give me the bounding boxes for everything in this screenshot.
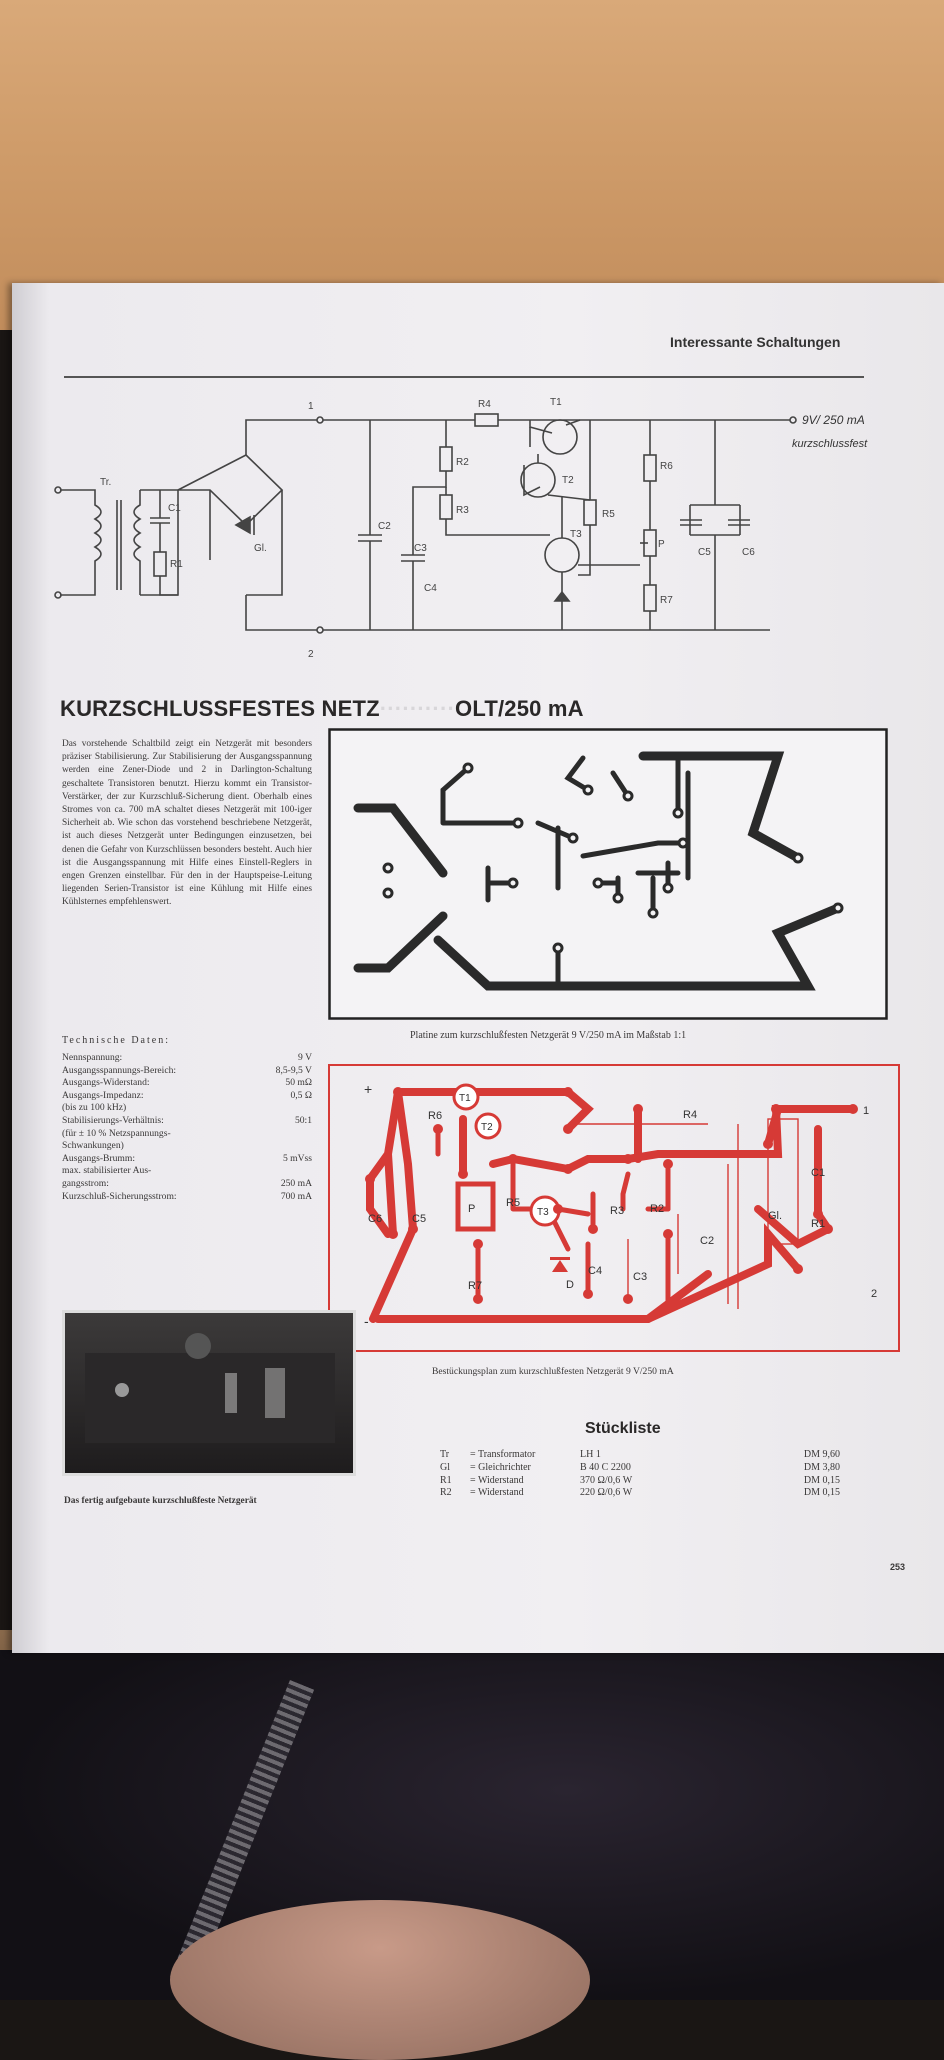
photo-resistor xyxy=(225,1373,237,1413)
output-note: kurzschlussfest xyxy=(792,438,868,450)
layout-t2: T2 xyxy=(481,1122,493,1133)
spec-row: Ausgangs-Impedanz:0,5 Ω xyxy=(62,1089,312,1101)
label-tr: Tr. xyxy=(100,477,111,488)
finger xyxy=(170,1900,590,2060)
tech-specs-list: Nennspannung:9 V Ausgangsspannungs-Berei… xyxy=(62,1052,312,1203)
spec-row: (für ± 10 % Netzspannungs- xyxy=(62,1127,171,1139)
layout-r4: R4 xyxy=(683,1109,697,1121)
layout-r6: R6 xyxy=(428,1110,442,1122)
layout-2: 2 xyxy=(871,1288,877,1300)
label-c2: C2 xyxy=(378,521,391,532)
minus-label: - xyxy=(364,1313,369,1329)
layout-c3: C3 xyxy=(633,1271,647,1283)
label-r1: R1 xyxy=(170,559,183,570)
layout-r1: R1 xyxy=(811,1218,825,1230)
layout-c4: C4 xyxy=(588,1265,602,1277)
parts-list-title: Stückliste xyxy=(585,1420,661,1437)
layout-r2: R2 xyxy=(650,1203,664,1215)
circuit-schematic: Tr. C1 R1 Gl. 1 2 C2 C3 C4 R2 R3 R4 T1 T… xyxy=(54,397,868,660)
photo-trimmer xyxy=(115,1383,129,1397)
label-r5: R5 xyxy=(602,509,615,520)
layout-c1: C1 xyxy=(811,1167,825,1179)
layout-c6: C6 xyxy=(368,1213,382,1225)
tech-data-title: Technische Daten: xyxy=(62,1035,170,1046)
label-c3: C3 xyxy=(414,543,427,554)
spec-row: (bis zu 100 kHz) xyxy=(62,1102,127,1114)
photo-heatsink xyxy=(185,1333,211,1359)
header-rule xyxy=(64,376,864,378)
label-r7: R7 xyxy=(660,595,673,606)
pcb-caption: Platine zum kurzschlußfesten Netzgerät 9… xyxy=(410,1030,687,1041)
headline-glare: ·········· xyxy=(379,696,456,721)
photo-board xyxy=(85,1353,335,1443)
layout-c2: C2 xyxy=(700,1235,714,1247)
layout-r7: R7 xyxy=(468,1280,482,1292)
label-1: 1 xyxy=(308,401,314,412)
label-p: P xyxy=(658,539,665,550)
label-c6: C6 xyxy=(742,547,755,558)
layout-t3: T3 xyxy=(537,1207,549,1218)
label-r3: R3 xyxy=(456,505,469,516)
layout-c5: C5 xyxy=(412,1213,426,1225)
output-voltage-label: 9V/ 250 mA xyxy=(802,413,865,427)
pcb-layout xyxy=(328,728,888,1020)
label-t2: T2 xyxy=(562,475,574,486)
device-photo xyxy=(62,1310,356,1476)
article-body: Das vorstehende Schaltbild zeigt ein Net… xyxy=(62,739,312,908)
label-t3: T3 xyxy=(570,529,582,540)
photo-caption: Das fertig aufgebaute kurzschlußfeste Ne… xyxy=(64,1496,257,1506)
label-c1: C1 xyxy=(168,503,181,514)
label-t1: T1 xyxy=(550,397,562,408)
layout-gl: Gl. xyxy=(768,1210,782,1222)
label-r2: R2 xyxy=(456,457,469,468)
spec-row: Ausgangs-Widerstand:50 mΩ xyxy=(62,1077,312,1089)
label-c5: C5 xyxy=(698,547,711,558)
page-number: 253 xyxy=(890,1562,906,1572)
plus-label: + xyxy=(364,1081,372,1097)
article-headline: KURZSCHLUSSFESTES NETZ··········OLT/250 … xyxy=(60,696,584,722)
headline-start: KURZSCHLUSSFESTES NETZ xyxy=(60,696,380,721)
section-title: Interessante Schaltungen xyxy=(670,334,841,350)
headline-end: OLT/250 mA xyxy=(455,696,584,721)
label-c4: C4 xyxy=(424,583,437,594)
label-r6: R6 xyxy=(660,461,673,472)
spec-row: Nennspannung:9 V xyxy=(62,1052,312,1063)
label-r4: R4 xyxy=(478,399,491,410)
spec-row: gangsstrom:250 mA xyxy=(62,1177,312,1189)
spec-row: Ausgangs-Brumm:5 mVss xyxy=(62,1152,312,1164)
layout-d: D xyxy=(566,1279,574,1291)
spec-row: Ausgangsspannungs-Bereich:8,5-9,5 V xyxy=(62,1064,312,1076)
spec-row: Schwankungen) xyxy=(62,1140,124,1152)
layout-r5: R5 xyxy=(506,1197,520,1209)
layout-r3: R3 xyxy=(610,1205,624,1217)
spec-row: max. stabilisierter Aus- xyxy=(62,1165,152,1177)
label-gl: Gl. xyxy=(254,543,267,554)
layout-caption: Bestückungsplan zum kurzschlußfesten Net… xyxy=(432,1366,674,1377)
spec-row: Kurzschluß-Sicherungsstrom:700 mA xyxy=(62,1190,312,1202)
layout-p: P xyxy=(468,1203,475,1215)
spec-row: Stabilisierungs-Verhältnis:50:1 xyxy=(62,1114,312,1126)
photo-capacitor xyxy=(265,1368,285,1418)
label-2: 2 xyxy=(308,649,314,660)
component-layout-plan: + - T1 T2 T3 R4 R5 R6 R3 R2 C1 C2 C3 C4 … xyxy=(328,1064,900,1352)
layout-t1: T1 xyxy=(459,1093,471,1104)
layout-1: 1 xyxy=(863,1105,869,1117)
wooden-table xyxy=(0,0,944,330)
